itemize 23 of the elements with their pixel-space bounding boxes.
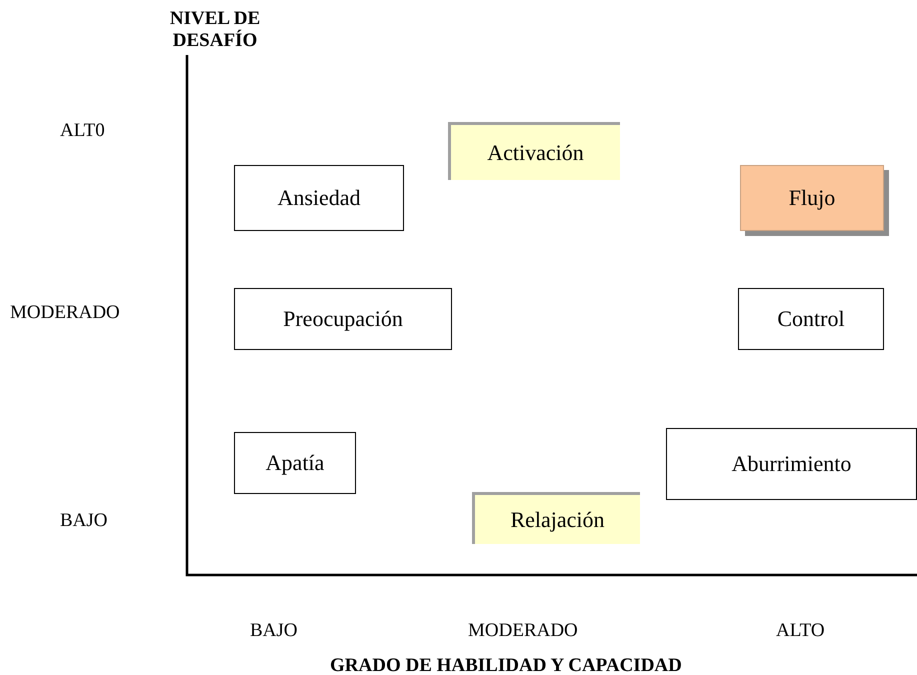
axis-tick-label: ALTO: [776, 620, 825, 642]
state-label: Apatía: [266, 450, 324, 476]
axis-tick-label: BAJO: [250, 620, 298, 642]
axis-tick-label: ALT0: [60, 120, 105, 142]
state-label: Relajación: [510, 506, 605, 532]
state-label: Flujo: [788, 185, 836, 211]
state-label: Ansiedad: [277, 185, 361, 211]
state-label: Preocupación: [283, 306, 403, 332]
state-label: Control: [777, 306, 845, 332]
axis-title: NIVEL DE DESAFÍO: [168, 8, 262, 52]
state-box: [234, 165, 404, 231]
state-label: Aburrimiento: [732, 451, 852, 477]
state-box: [738, 288, 884, 350]
state-label: Activación: [487, 140, 584, 166]
axis-tick-label: BAJO: [60, 510, 108, 532]
state-box: [472, 492, 640, 544]
state-box: [234, 288, 452, 350]
axis-tick-label: MODERADO: [468, 620, 578, 642]
state-box: [234, 432, 356, 494]
axis-title: GRADO DE HABILIDAD Y CAPACIDAD: [330, 655, 682, 675]
axis-tick-label: MODERADO: [10, 302, 120, 324]
state-box: [666, 428, 917, 500]
state-box: [448, 122, 620, 180]
